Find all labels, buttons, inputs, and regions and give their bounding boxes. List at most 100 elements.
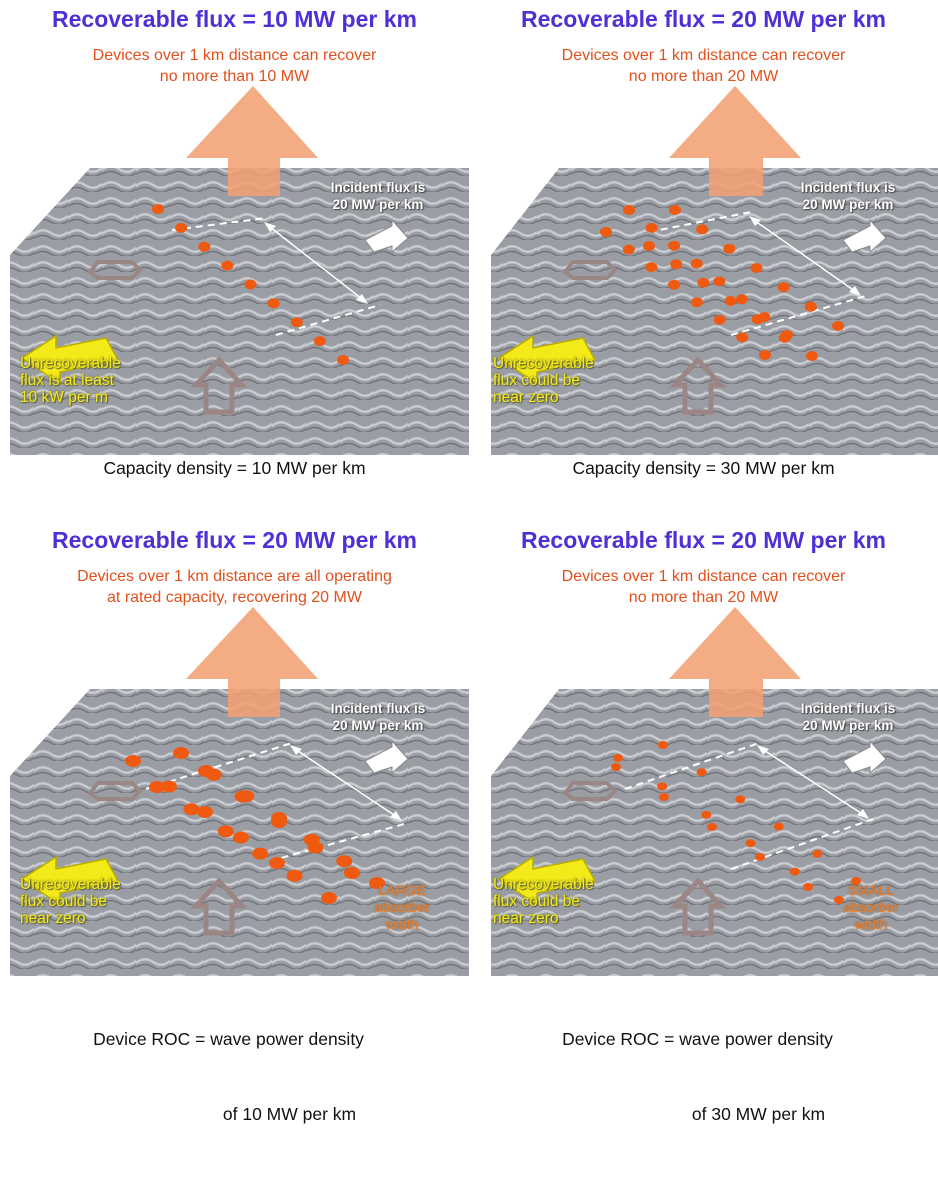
incident-line: Incident flux is xyxy=(800,180,896,195)
incident-flux-label: Incident flux is 20 MW per km xyxy=(313,179,443,213)
incoming-wave-arrow-icon xyxy=(842,739,887,775)
sea-scene xyxy=(10,607,469,976)
wave-device xyxy=(707,823,717,831)
subtitle-line: no more than 20 MW xyxy=(628,589,779,606)
unrecoverable-line: flux could be xyxy=(493,893,581,910)
capacity-boundary xyxy=(648,211,870,336)
wave-device xyxy=(701,810,712,819)
panel-title: Recoverable flux = 10 MW per km xyxy=(52,6,417,32)
wave-device xyxy=(290,317,303,328)
wave-device xyxy=(806,351,818,361)
absorber-line: SMALL xyxy=(848,882,894,898)
unrecoverable-line: flux could be xyxy=(493,372,581,389)
subtitle-line: no more than 20 MW xyxy=(628,68,779,85)
outgoing-wave-arrow-icon xyxy=(562,781,618,801)
sea-surface xyxy=(491,168,938,455)
wave-device xyxy=(252,847,269,860)
wave-device xyxy=(745,839,756,848)
caption: Capacity density = 10 MW per km xyxy=(103,458,366,478)
wave-device xyxy=(197,806,213,818)
wave-device xyxy=(724,296,737,306)
incoming-wave-arrow-icon xyxy=(364,218,409,254)
absorber-line: width xyxy=(385,916,419,932)
caption: Device ROC = wave power density of 30 MW… xyxy=(469,977,938,1177)
wave-device xyxy=(803,883,813,891)
subtitle-line: no more than 10 MW xyxy=(159,68,310,85)
incident-line: 20 MW per km xyxy=(332,718,424,733)
wave-device xyxy=(267,298,280,309)
wave-device xyxy=(645,262,658,273)
up-arrow-icon xyxy=(669,607,801,717)
wave-device xyxy=(777,282,790,293)
wave-device xyxy=(344,867,360,879)
sea-scene xyxy=(10,86,469,455)
subtitle-line: Devices over 1 km distance can recover xyxy=(561,568,846,585)
wave-device xyxy=(217,825,234,838)
wave-device xyxy=(736,332,749,343)
unrecoverable-line: near zero xyxy=(20,910,86,927)
wave-device xyxy=(834,896,844,904)
sea-scene xyxy=(491,607,938,976)
wave-device xyxy=(690,297,703,308)
wave-device xyxy=(657,782,668,791)
incident-flux-label: Incident flux is 20 MW per km xyxy=(313,700,443,734)
incident-line: 20 MW per km xyxy=(332,197,424,212)
panel-large-absorber: Recoverable flux = 20 MW per km Devices … xyxy=(0,521,469,1124)
wave-device xyxy=(778,332,791,343)
panel-small-absorber: Recoverable flux = 20 MW per km Devices … xyxy=(469,521,938,1124)
wave-device xyxy=(611,763,621,771)
subtitle-line: Devices over 1 km distance can recover xyxy=(561,47,846,64)
wave-device xyxy=(759,350,771,360)
wave-device xyxy=(337,355,349,365)
unrecoverable-line: flux could be xyxy=(20,893,108,910)
wave-device xyxy=(600,227,612,237)
wave-device xyxy=(696,768,707,777)
wave-device xyxy=(670,259,683,270)
panel-capacity-30: Recoverable flux = 20 MW per km Devices … xyxy=(469,0,938,521)
unrecoverable-label: Unrecoverable flux could be near zero xyxy=(20,876,160,927)
wave-device xyxy=(851,877,861,885)
wave-device xyxy=(149,781,165,793)
caption-line: Device ROC = wave power density xyxy=(562,1029,833,1049)
wave-device xyxy=(735,795,746,804)
unrecoverable-line: near zero xyxy=(493,389,559,406)
wave-device xyxy=(613,754,623,762)
wave-device xyxy=(623,205,635,215)
device-array xyxy=(152,204,349,365)
wave-device xyxy=(234,790,251,803)
panel-subtitle: Devices over 1 km distance can recover n… xyxy=(10,45,459,87)
wave-device xyxy=(659,793,669,801)
incident-line: Incident flux is xyxy=(800,701,896,716)
caption-line: of 30 MW per km xyxy=(691,1104,826,1124)
down-arrow-icon xyxy=(669,877,727,936)
unrecoverable-line: Unrecoverable xyxy=(20,876,121,893)
unrecoverable-label: Unrecoverable flux could be near zero xyxy=(493,876,633,927)
wave-device xyxy=(697,277,710,288)
unrecoverable-line: 10 kW per m xyxy=(20,389,108,406)
wave-device xyxy=(658,741,668,749)
panel-subtitle: Devices over 1 km distance can recover n… xyxy=(479,45,928,87)
capacity-boundary xyxy=(171,217,381,336)
unrecoverable-label: Unrecoverable flux could be near zero xyxy=(493,355,633,406)
up-arrow-icon xyxy=(186,607,318,717)
down-arrow-icon xyxy=(669,356,727,415)
unrecoverable-line: Unrecoverable xyxy=(20,355,121,372)
down-arrow-icon xyxy=(190,356,248,415)
left-arrow-icon xyxy=(20,334,120,386)
incident-line: Incident flux is xyxy=(330,701,426,716)
panel-capacity-10: Recoverable flux = 10 MW per km Devices … xyxy=(0,0,469,521)
absorber-line: LARGE xyxy=(378,882,426,898)
wave-device xyxy=(668,279,681,290)
wave-device xyxy=(751,314,764,325)
wave-device xyxy=(669,205,681,215)
left-arrow-icon xyxy=(497,855,597,907)
wave-device xyxy=(307,841,324,854)
up-arrow-icon xyxy=(669,86,801,196)
wave-device xyxy=(269,857,285,869)
unrecoverable-line: near zero xyxy=(493,910,559,927)
absorber-line: absorber xyxy=(843,899,899,915)
incident-line: 20 MW per km xyxy=(802,718,894,733)
wave-device xyxy=(221,260,234,271)
absorber-width-label: LARGE absorber width xyxy=(352,882,452,933)
up-arrow-icon xyxy=(186,86,318,196)
